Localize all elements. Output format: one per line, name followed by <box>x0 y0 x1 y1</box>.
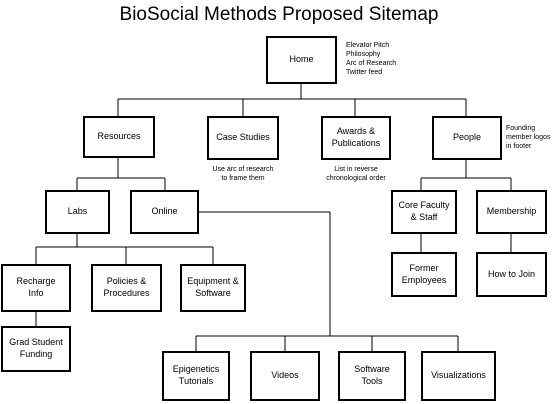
note-home: Elevator Pitch Philosophy Arc of Researc… <box>346 41 396 77</box>
node-label: How to Join <box>487 268 536 279</box>
node-label: Resources <box>97 131 141 142</box>
node-case-studies: Case Studies <box>207 116 279 160</box>
node-awards-publications: Awards & Publications <box>321 116 391 160</box>
note-case-studies: Use arc of research to frame them <box>195 165 291 183</box>
node-label: Awards & Publications <box>331 126 381 148</box>
node-label: Software Tools <box>354 364 390 386</box>
node-label: Home <box>289 54 314 65</box>
note-people: Founding member logos in footer <box>506 124 550 151</box>
node-policies-procedures: Policies & Procedures <box>91 264 162 312</box>
node-label: Equipment & Software <box>187 276 239 298</box>
node-videos: Videos <box>250 351 320 401</box>
node-label: Case Studies <box>216 132 270 143</box>
node-epigenetics-tutorials: Epigenetics Tutorials <box>162 351 230 401</box>
node-label: Core Faculty & Staff <box>398 200 450 222</box>
node-label: Policies & Procedures <box>103 276 150 298</box>
note-text: List in reverse chronological order <box>326 166 386 183</box>
node-label: Membership <box>486 206 537 217</box>
node-label: Videos <box>271 370 299 381</box>
node-label: Former Employees <box>401 262 447 285</box>
node-label: Labs <box>67 206 88 217</box>
node-former-employees: Former Employees <box>391 252 457 297</box>
note-text: Use arc of research to frame them <box>212 166 274 183</box>
note-text: Elevator Pitch Philosophy Arc of Researc… <box>346 42 397 77</box>
node-visualizations: Visualizations <box>421 351 496 401</box>
node-labs: Labs <box>45 190 110 234</box>
node-how-to-join: How to Join <box>476 252 547 297</box>
node-software-tools: Software Tools <box>338 351 406 401</box>
node-resources: Resources <box>83 116 155 158</box>
node-label: Grad Student Funding <box>9 337 63 359</box>
note-text: Founding member logos in footer <box>506 125 551 151</box>
note-awards: List in reverse chronological order <box>305 165 407 183</box>
node-label: People <box>452 132 482 143</box>
node-home: Home <box>266 36 337 84</box>
page-title: BioSocial Methods Proposed Sitemap <box>119 4 439 25</box>
node-grad-student-funding: Grad Student Funding <box>1 326 71 372</box>
node-recharge-info: Recharge Info <box>1 264 71 312</box>
node-equipment-software: Equipment & Software <box>180 264 246 312</box>
node-label: Visualizations <box>431 370 486 381</box>
node-label: Epigenetics Tutorials <box>172 364 220 386</box>
node-online: Online <box>130 190 199 234</box>
node-label: Recharge Info <box>16 276 56 298</box>
node-people: People <box>432 116 502 160</box>
node-core-faculty-staff: Core Faculty & Staff <box>391 190 457 234</box>
node-label: Online <box>151 206 178 217</box>
node-membership: Membership <box>476 190 547 234</box>
